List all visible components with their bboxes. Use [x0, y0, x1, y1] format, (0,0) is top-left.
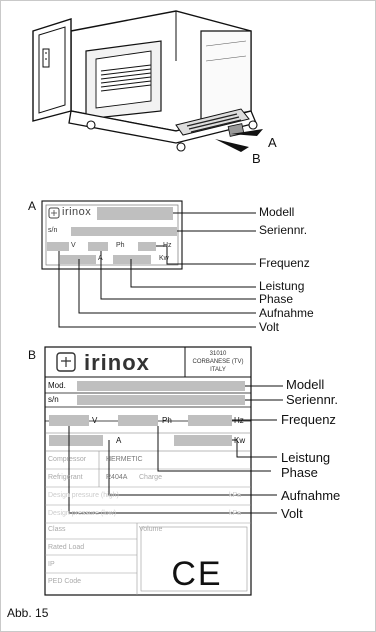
- callout-a-overview: A: [268, 135, 277, 150]
- irinox-logo-icon: [48, 207, 60, 219]
- plate-b-compressor-label: Compressor: [48, 456, 87, 463]
- plate-b-unit-kilowatt: Kw: [234, 436, 246, 445]
- plate-b-design-pressure-low-unit: kPa: [229, 510, 242, 517]
- plate-a-unit-ampere: A: [98, 255, 103, 262]
- plate-a-callout-volt: Volt: [259, 320, 280, 334]
- plate-b-address-country: ITALY: [210, 367, 226, 373]
- plate-b-callout-frequenz: Frequenz: [281, 412, 336, 427]
- figure-caption: Abb. 15: [7, 606, 49, 620]
- machine-drawing: [32, 10, 263, 152]
- plate-b-callout-aufnahme: Aufnahme: [281, 488, 341, 503]
- irinox-logo-icon-b: [56, 352, 76, 372]
- plate-a-unit-phase: Ph: [116, 242, 125, 249]
- plate-a-brand: irinox: [62, 206, 92, 218]
- plate-a-callout-phase: Phase: [259, 292, 294, 306]
- ce-mark: CE: [171, 555, 223, 593]
- plate-b-callout-leistung: Leistung: [281, 450, 331, 465]
- plate-b-design-pressure-high-unit: kPa: [229, 492, 242, 499]
- plate-b-serial-prefix: s/n: [48, 395, 59, 404]
- plate-a-callout-seriennr: Seriennr.: [259, 223, 308, 237]
- plate-b-brand: irinox: [84, 350, 150, 375]
- plate-b-unit-volt: V: [92, 416, 98, 425]
- plate-b-letter: B: [28, 348, 37, 362]
- plate-b-charge-label: Charge: [139, 474, 162, 481]
- plate-b-design-pressure-low: Design pressure (low): [48, 510, 117, 517]
- plate-b-refrigerant-label: Refrigerant: [48, 474, 83, 481]
- plate-b-class-label: Class: [48, 526, 66, 533]
- plate-b-callout-modell: Modell: [286, 377, 325, 392]
- plate-a-letter: A: [28, 199, 37, 213]
- plate-b-ip-label: IP: [48, 561, 55, 568]
- plate-a-callout-aufnahme: Aufnahme: [259, 306, 314, 320]
- plate-a-serial-prefix: s/n: [48, 227, 58, 234]
- plate-b-refrigerant-value: R404A: [106, 474, 128, 481]
- plate-a-unit-kilowatt: Kw: [159, 255, 169, 262]
- plate-a-unit-hertz: Hz: [163, 242, 172, 249]
- plate-b-address-zip: 31010: [209, 351, 227, 357]
- plate-b-unit-phase: Ph: [162, 416, 172, 425]
- plate-b-callout-volt: Volt: [281, 506, 303, 521]
- plate-b-address-city: CORBANESE (TV): [192, 359, 244, 365]
- plate-a-unit-volt: V: [71, 242, 76, 249]
- plate-b-callout-phase: Phase: [281, 465, 318, 480]
- callout-b-overview: B: [252, 151, 261, 166]
- plate-b-unit-hertz: Hz: [234, 416, 244, 425]
- plate-b-volume-label: Volume: [139, 526, 163, 533]
- plate-b-callout-seriennr: Seriennr.: [286, 392, 339, 407]
- plate-b-ped-code-label: PED Code: [48, 578, 82, 585]
- plate-a-callout-leistung: Leistung: [259, 279, 305, 293]
- rating-plate-b: [44, 346, 283, 596]
- plate-a-callout-frequenz: Frequenz: [259, 256, 310, 270]
- plate-a-callout-modell: Modell: [259, 205, 295, 219]
- rating-plate-a: [41, 200, 256, 328]
- plate-b-model-prefix: Mod.: [48, 381, 66, 390]
- plate-b-unit-ampere: A: [116, 436, 122, 445]
- plate-b-rated-load-label: Rated Load: [48, 544, 85, 551]
- plate-b-design-pressure-high: Design pressure (high): [48, 492, 119, 499]
- plate-b-compressor-value: HERMETIC: [106, 456, 143, 463]
